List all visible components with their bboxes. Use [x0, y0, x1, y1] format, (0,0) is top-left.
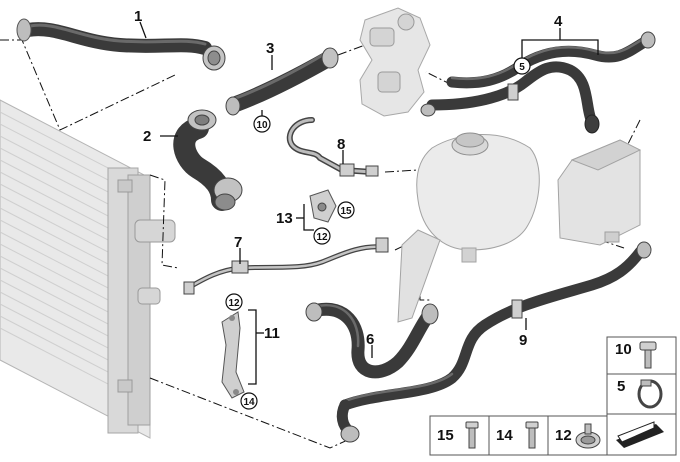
- circled-callout-10: 10: [253, 115, 271, 133]
- svg-text:12: 12: [228, 298, 240, 309]
- callout-13: 13: [276, 210, 293, 227]
- circled-callout-15: 15: [337, 201, 355, 219]
- callout-7: 7: [234, 234, 242, 251]
- legend-label-14: 14: [496, 427, 513, 444]
- callout-3: 3: [266, 40, 274, 57]
- legend-item-12: 12: [555, 423, 601, 449]
- callout-11: 11: [264, 325, 280, 342]
- callout-9: 9: [519, 332, 527, 349]
- callout-4: 4: [554, 13, 563, 30]
- legend-label-10: 10: [615, 341, 632, 358]
- svg-text:14: 14: [243, 397, 255, 408]
- svg-text:12: 12: [316, 232, 328, 243]
- circled-callout-14: 14: [240, 392, 258, 410]
- legend-item-14: 14: [496, 421, 539, 449]
- bracket-11: [221, 311, 245, 399]
- bolt-icon: [525, 421, 539, 449]
- legend-label-5: 5: [617, 378, 625, 395]
- clamp-icon: [637, 379, 663, 409]
- circled-callout-5: 5: [513, 57, 531, 75]
- pipe-3: [225, 47, 339, 116]
- callout-1: 1: [134, 8, 142, 25]
- legend-item-10: 10: [615, 341, 657, 369]
- legend-label-15: 15: [437, 427, 454, 444]
- legend-panel: 10 5 15 14: [429, 336, 677, 456]
- legend-label-12: 12: [555, 427, 572, 444]
- page-arrow-icon: [616, 421, 664, 448]
- svg-text:10: 10: [256, 120, 268, 131]
- svg-text:5: 5: [519, 62, 525, 73]
- hose-clip-icon: [575, 423, 601, 449]
- radiator: [0, 99, 176, 439]
- hose-2: [173, 109, 243, 211]
- svg-text:15: 15: [340, 206, 352, 217]
- bolt-icon: [465, 421, 479, 449]
- circled-callout-12-top: 12: [313, 227, 331, 245]
- callout-8: 8: [337, 136, 345, 153]
- line-7: [183, 237, 389, 295]
- expansion-tank: [397, 132, 540, 323]
- hose-9: [336, 241, 652, 443]
- bolt-icon: [639, 341, 657, 369]
- legend-item-5: 5: [617, 378, 663, 409]
- circled-callout-12-bracket: 12: [225, 293, 243, 311]
- hose-4: [420, 31, 656, 134]
- thermostat-housing: [359, 7, 431, 117]
- hose-1: [16, 18, 226, 71]
- legend-item-15: 15: [437, 421, 479, 449]
- bracket-13: [309, 189, 337, 223]
- callout-2: 2: [143, 128, 151, 145]
- aux-block: [557, 139, 642, 246]
- callout-6: 6: [366, 331, 374, 348]
- hose-6: [305, 302, 439, 379]
- pipe-8: [286, 117, 379, 177]
